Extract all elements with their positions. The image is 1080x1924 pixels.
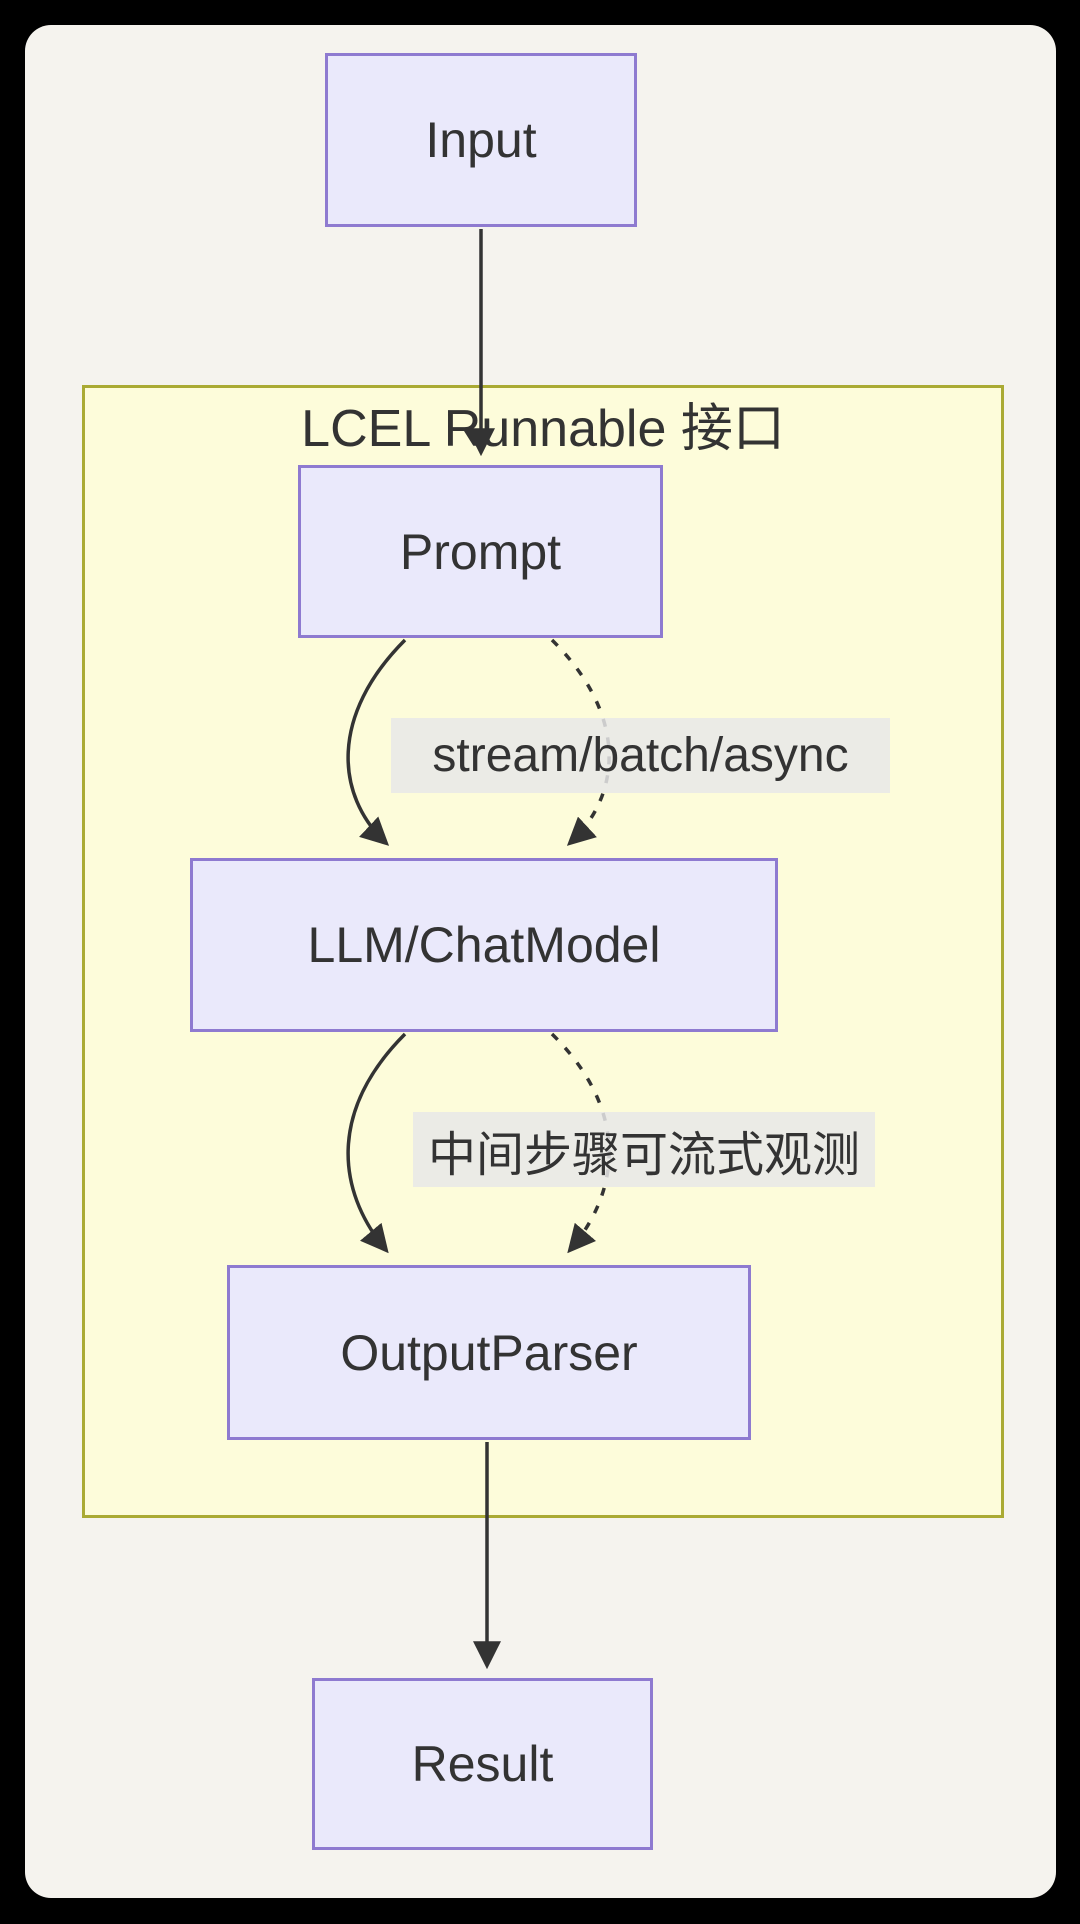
node-output-parser: OutputParser: [227, 1265, 751, 1440]
node-output-parser-label: OutputParser: [340, 1324, 638, 1381]
node-result: Result: [312, 1678, 653, 1850]
node-input-label: Input: [425, 112, 537, 168]
node-prompt: Prompt: [298, 465, 663, 638]
node-result-label: Result: [411, 1736, 554, 1792]
node-llm-chatmodel-label: LLM/ChatModel: [307, 917, 661, 973]
cluster-title: LCEL Runnable 接口: [301, 400, 785, 458]
node-prompt-label: Prompt: [399, 523, 562, 580]
edge-label-intermediate-steps-observable: 中间步骤可流式观测: [413, 1112, 875, 1187]
edge-label-stream-batch-async: stream/batch/async: [391, 718, 890, 793]
node-llm-chatmodel: LLM/ChatModel: [190, 858, 778, 1032]
node-input: Input: [325, 53, 637, 227]
